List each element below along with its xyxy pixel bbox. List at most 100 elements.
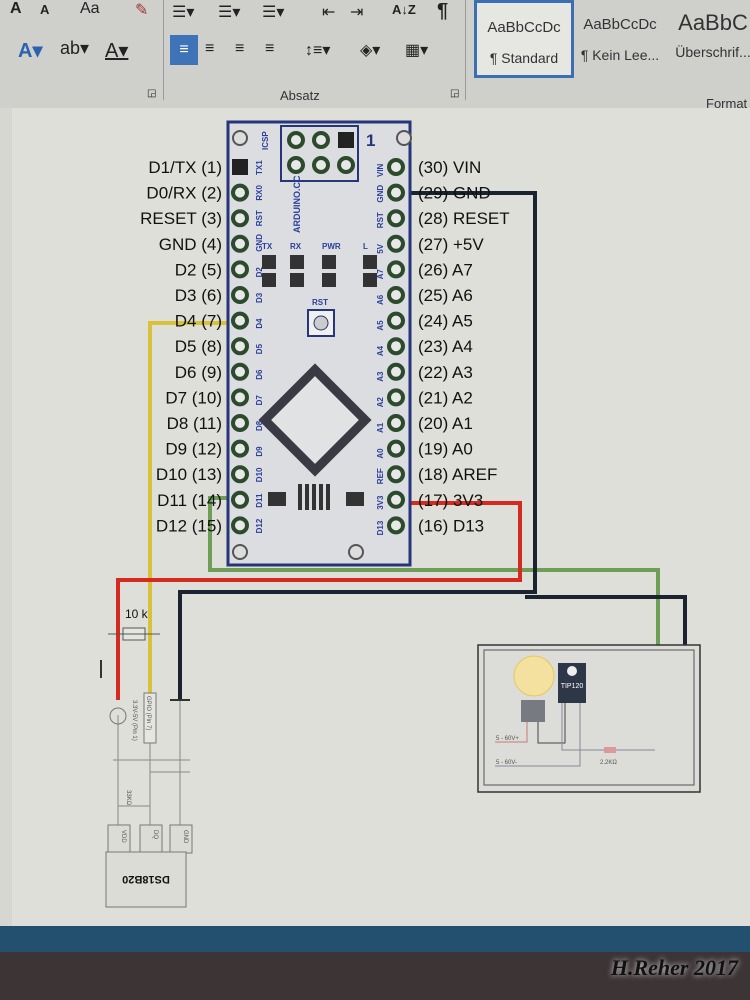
right-silk-label: A4 xyxy=(376,345,385,356)
led-label: PWR xyxy=(322,242,341,251)
right-pin-label: (29) GND xyxy=(418,184,491,203)
reset-label: RST xyxy=(312,298,328,307)
align-left-icon[interactable]: ≡ xyxy=(170,35,198,65)
wire xyxy=(495,722,528,743)
right-silk-label: 3V3 xyxy=(376,495,385,510)
pin-square xyxy=(232,159,248,175)
style-no-spacing[interactable]: AaBbCcDc ¶ Kein Lee... xyxy=(580,16,660,63)
shading-icon[interactable]: ◈▾ xyxy=(360,42,381,59)
left-silk-label: GND xyxy=(255,234,264,252)
left-pin-label: D8 (11) xyxy=(167,414,222,433)
pin-left xyxy=(231,260,249,279)
font-color-icon[interactable]: A▾ xyxy=(105,40,129,62)
pin-left xyxy=(231,465,249,484)
smd-part xyxy=(268,492,286,506)
numbering-icon[interactable]: ☰▾ xyxy=(218,4,241,21)
ds18b20-circuit: 10 k 3.3V-5V (Pin 1) GPIO (Pin 7) 33KΩ V… xyxy=(100,607,193,908)
right-silk-label: A5 xyxy=(376,320,385,331)
justify-icon[interactable]: ≡ xyxy=(265,40,275,57)
style-standard[interactable]: AaBbCcDc ¶ Standard xyxy=(474,0,574,78)
align-center-icon[interactable]: ≡ xyxy=(205,40,215,57)
led xyxy=(322,273,336,287)
left-silk-label: D10 xyxy=(255,467,264,482)
wire xyxy=(561,703,655,751)
style-heading[interactable]: AaBbC Überschrif... xyxy=(675,10,750,60)
small-resistor-label: 33KΩ xyxy=(125,790,131,806)
mounting-hole xyxy=(396,130,412,146)
icsp-pin xyxy=(312,131,330,149)
red-power-wire xyxy=(116,501,522,700)
left-silk-label: D4 xyxy=(255,318,264,329)
styles-group-label: Format xyxy=(706,96,748,111)
left-silk-label: D2 xyxy=(255,267,264,278)
sort-icon[interactable]: A↓Z xyxy=(392,2,416,17)
paragraph-dialog-launcher-icon[interactable]: ◲ xyxy=(450,88,460,99)
font-dialog-launcher-icon[interactable]: ◲ xyxy=(147,88,157,99)
led xyxy=(290,255,304,269)
pin-left xyxy=(231,362,249,381)
pin-right xyxy=(387,286,405,304)
status-bar xyxy=(0,926,750,952)
right-pin-label: (25) A6 xyxy=(418,286,473,305)
left-pin-label: D3 (6) xyxy=(175,286,222,305)
reset-button xyxy=(307,309,335,337)
sensor-pin-label: VDD xyxy=(120,830,126,843)
dq-connector-label: GPIO (Pin 7) xyxy=(145,696,151,730)
change-case-button[interactable]: Aa xyxy=(80,0,100,17)
left-pin-label: D11 (14) xyxy=(157,491,222,510)
brand-label: ARDUINO.CC xyxy=(292,175,302,233)
right-pin-label: (21) A2 xyxy=(418,388,473,407)
right-pin-label: (23) A4 xyxy=(418,337,473,356)
right-pin-label: (19) A0 xyxy=(418,440,473,459)
right-silk-label: A3 xyxy=(376,371,385,382)
mounting-hole xyxy=(348,544,364,560)
text-effects-icon[interactable]: A▾ xyxy=(18,40,43,62)
led xyxy=(363,255,377,269)
transistor-label: TIP120 xyxy=(561,683,584,690)
right-pin-label: (26) A7 xyxy=(418,260,473,279)
align-right-icon[interactable]: ≡ xyxy=(235,40,245,57)
line-spacing-icon[interactable]: ↕≡▾ xyxy=(305,42,331,59)
left-silk-label: D3 xyxy=(255,292,264,303)
pin-left xyxy=(231,388,249,407)
black-ground-wire xyxy=(178,191,537,700)
pilcrow-icon[interactable]: ¶ xyxy=(437,0,449,22)
mounting-hole xyxy=(232,130,248,146)
left-pin-label: D12 (15) xyxy=(156,516,222,535)
wire xyxy=(537,703,566,744)
right-silk-label: A7 xyxy=(376,269,385,280)
right-silk-label: REF xyxy=(376,468,385,484)
led xyxy=(262,255,276,269)
clear-format-icon[interactable]: ✎ xyxy=(135,2,149,19)
borders-icon[interactable]: ▦▾ xyxy=(405,42,429,59)
icsp-pin xyxy=(287,156,305,174)
pin-right xyxy=(387,465,405,484)
pin-left xyxy=(231,209,249,228)
word-ribbon: A A Aa ✎ A▾ ab▾ A▾ ☰▾ ☰▾ ☰▾ ⇤ ⇥ A↓Z ¶ ≡ … xyxy=(0,0,750,111)
regulator-pin xyxy=(319,484,323,510)
right-silk-label: A2 xyxy=(376,397,385,408)
supply-plus-label: 5 - 60V+ xyxy=(496,736,519,742)
decrease-indent-icon[interactable]: ⇤ xyxy=(322,4,336,21)
sensor-pin-label: GND xyxy=(182,830,188,844)
yellow-data-wire xyxy=(148,321,240,693)
left-silk-label: RX0 xyxy=(255,184,264,200)
left-pin-label: D10 (13) xyxy=(156,465,222,484)
highlight-icon[interactable]: ab▾ xyxy=(60,38,90,58)
right-pin-label: (20) A1 xyxy=(418,414,473,433)
shrink-font-button[interactable]: A xyxy=(40,2,50,17)
vdd-connector-label: 3.3V-5V (Pin 1) xyxy=(131,700,137,741)
pin-left xyxy=(231,234,249,253)
right-pin-label: (18) AREF xyxy=(418,465,497,484)
led xyxy=(322,255,336,269)
grow-font-button[interactable]: A xyxy=(10,0,22,17)
load-inner-frame xyxy=(483,649,695,786)
increase-indent-icon[interactable]: ⇥ xyxy=(350,4,364,21)
monitor-bezel xyxy=(0,952,750,1000)
left-pin-label: D5 (8) xyxy=(175,337,222,356)
bullets-icon[interactable]: ☰▾ xyxy=(172,4,195,21)
left-silk-label: TX1 xyxy=(255,160,264,175)
regulator-pin xyxy=(312,484,316,510)
left-pin-label: D1/TX (1) xyxy=(148,158,222,177)
multilevel-list-icon[interactable]: ☰▾ xyxy=(262,4,285,21)
